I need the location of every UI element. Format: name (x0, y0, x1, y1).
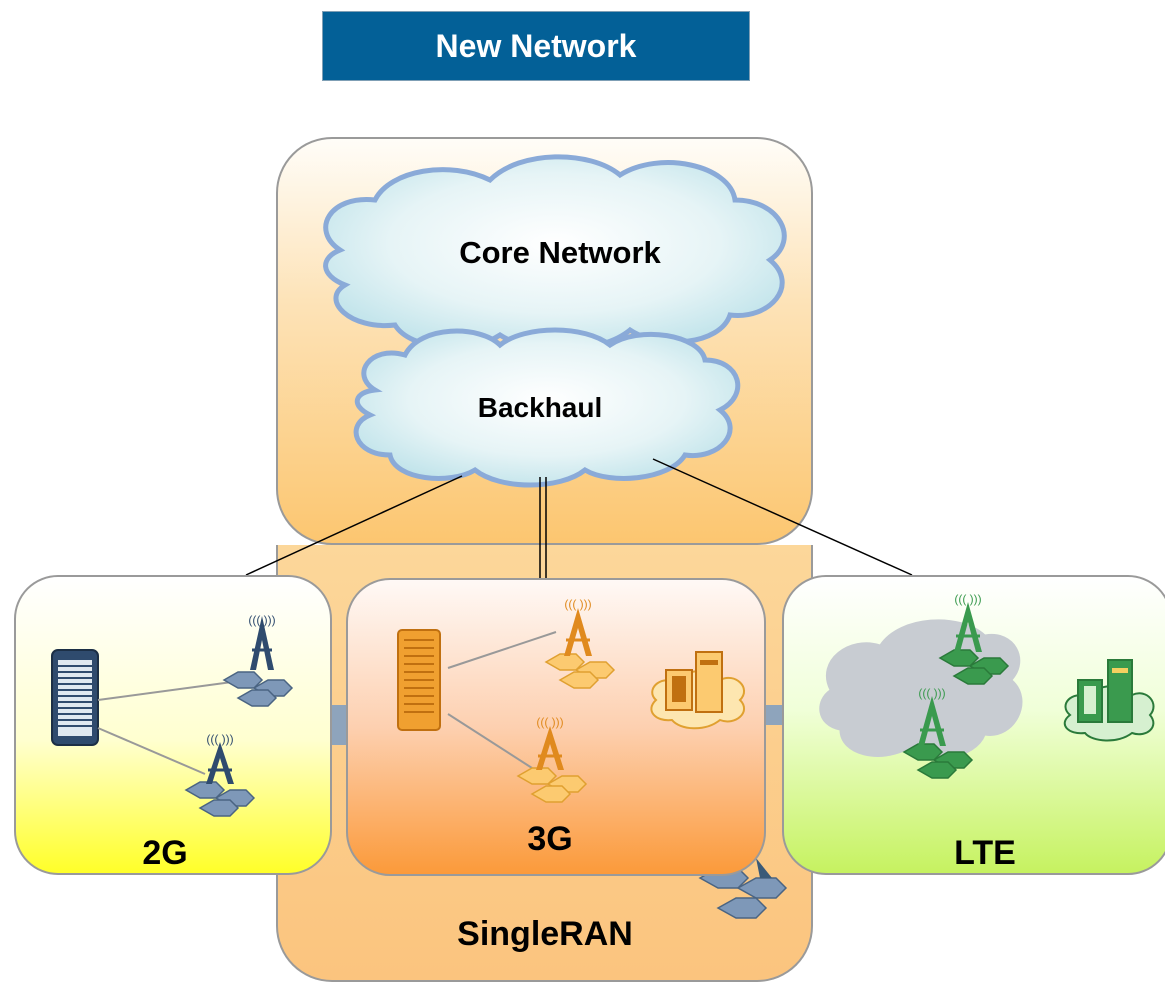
svg-text:((( ))): ((( ))) (954, 592, 981, 606)
backhaul-cloud (353, 327, 741, 488)
label-singleran: SingleRAN (457, 915, 633, 953)
singleran-link-bar (330, 705, 350, 745)
svg-text:((( ))): ((( ))) (536, 715, 563, 729)
svg-text:((( ))): ((( ))) (248, 613, 275, 627)
singleran-hex-cells (698, 867, 788, 919)
core-network-cloud (323, 154, 787, 352)
singleran-link-bar-right (766, 705, 786, 725)
radio-tower-icon: ((( ))) (902, 686, 974, 779)
radio-tower-icon: ((( ))) (184, 732, 256, 817)
radio-tower-icon: ((( ))) (938, 592, 1010, 685)
label-2g: 2G (142, 834, 188, 872)
backhaul-label: Backhaul (477, 392, 603, 423)
link-2g-server-tower1 (97, 681, 233, 701)
radio-tower-icon: ((( ))) (544, 597, 616, 689)
server-rack-icon (397, 629, 441, 731)
core-network-label: Core Network (459, 235, 661, 270)
label-lte: LTE (954, 834, 1016, 872)
server-rack-icon (51, 649, 99, 746)
singleran-tower-fragment (756, 858, 772, 878)
label-3g: 3G (527, 820, 573, 858)
link-3g-server-tower2 (447, 713, 533, 769)
link-2g-server-tower2 (97, 727, 206, 775)
link-backhaul-2g (245, 475, 463, 576)
panel-2g (14, 575, 332, 875)
workstation-icon (1063, 659, 1155, 742)
workstation-icon (650, 651, 746, 730)
svg-text:((( ))): ((( ))) (918, 686, 945, 700)
radio-tower-icon: ((( ))) (516, 715, 588, 803)
link-backhaul-lte (652, 458, 913, 576)
svg-text:((( ))): ((( ))) (564, 597, 591, 611)
diagram-title: New Network (322, 11, 750, 81)
link-3g-server-tower1 (447, 631, 557, 669)
radio-tower-icon: ((( ))) (222, 613, 294, 707)
svg-text:((( ))): ((( ))) (206, 732, 233, 746)
